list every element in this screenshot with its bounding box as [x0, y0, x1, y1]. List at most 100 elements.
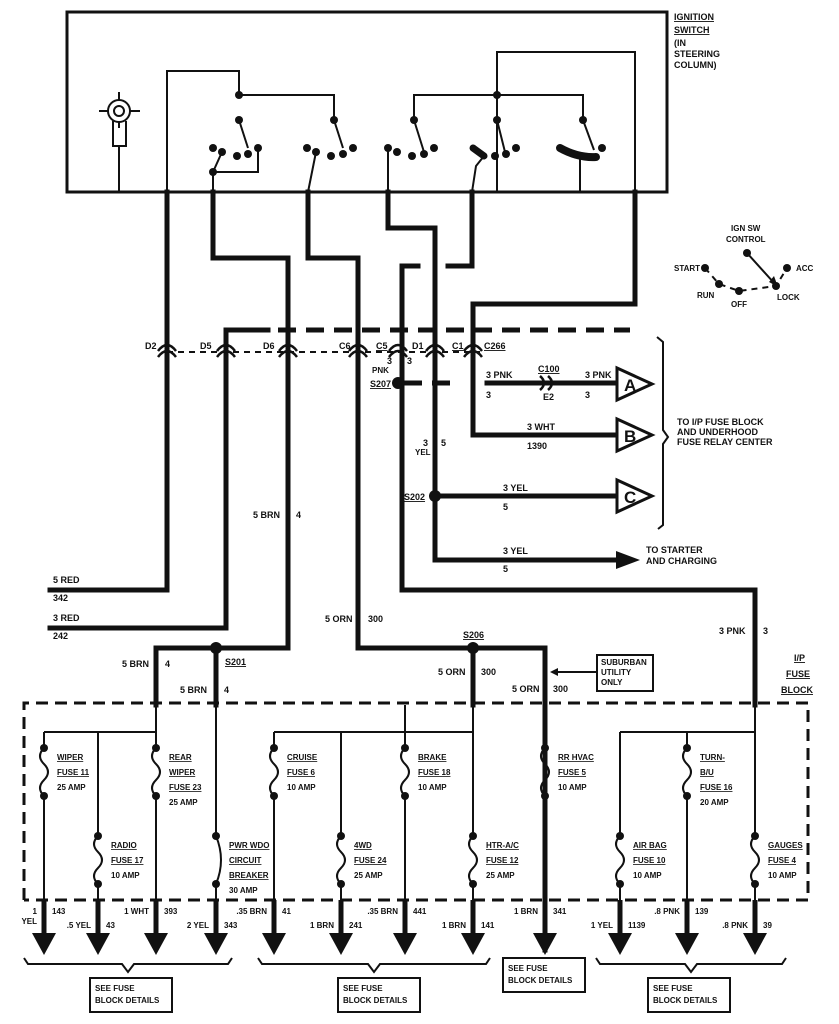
orn-s206-label: 5 ORN: [438, 667, 466, 677]
position-acc: ACC: [796, 264, 814, 273]
fuse-label: 10 AMP: [111, 871, 140, 880]
fuse-block-title-1: I/P: [794, 653, 805, 663]
output-wire-label: 1 WHT: [124, 907, 149, 916]
brn-left-label: 5 BRN: [122, 659, 149, 669]
output-circuit-number: 41: [282, 907, 291, 916]
output-wire-label: 1 BRN: [442, 921, 466, 930]
to-starter-note-2: AND CHARGING: [646, 556, 717, 566]
fuse-label: BREAKER: [229, 871, 269, 880]
switch-section-2: [303, 116, 357, 193]
brn-d6-label: 5 BRN: [253, 510, 280, 520]
pin-d5: D5: [200, 341, 212, 351]
brace-icon: [23, 957, 233, 974]
fuse-label: WIPER: [169, 768, 195, 777]
ignition-switch-title-2: SWITCH: [674, 25, 710, 35]
fuse-label: BRAKE: [418, 753, 447, 762]
arrow-down-icon: [461, 933, 485, 955]
output-circuit-number: 139: [695, 907, 709, 916]
output-wire-label: .35 BRN: [367, 907, 398, 916]
wire-labels: 3 3 PNK 3 YEL 5 3 PNK 3 C100 E2 3 PNK 3 …: [53, 356, 768, 695]
output-circuit-number: 141: [481, 921, 495, 930]
output-circuit: 1 BRN 141: [442, 900, 495, 955]
fuse-label: AIR BAG: [633, 841, 667, 850]
fuse-label: FUSE 5: [558, 768, 587, 777]
splices: S207 S202 S201 S206: [210, 377, 484, 667]
arrow-down-icon: [329, 933, 353, 955]
orn-right-circuit: 300: [553, 684, 568, 694]
flag-a: A: [624, 376, 636, 395]
c5-left-gauge: 3: [387, 356, 392, 366]
fuse-label: 4WD: [354, 841, 372, 850]
fuse-label: B/U: [700, 768, 714, 777]
fuse-label: WIPER: [57, 753, 83, 762]
starter-arrow-icon: [616, 551, 640, 569]
fuse-block-title-2: FUSE: [786, 669, 810, 679]
fuse-label: 10 AMP: [768, 871, 797, 880]
fuse-label: GAUGES: [768, 841, 803, 850]
splice-s207: S207: [370, 379, 391, 389]
arrow-down-icon: [608, 933, 632, 955]
a-out-label: 3 PNK: [585, 370, 612, 380]
starter-wire-circuit: 5: [503, 564, 508, 574]
suburban-arrow-icon: [550, 668, 558, 676]
ignition-switch: IGNITION SWITCH (IN STEERING COLUMN): [65, 10, 720, 194]
output-circuit: .35 BRN 441: [367, 900, 427, 955]
connector-c266: C266 D2 D5 D6 C6 C5 D1 C1: [145, 341, 506, 358]
c5-color: PNK: [372, 366, 389, 375]
brn-d6-circuit: 4: [296, 510, 301, 520]
pnk-right-circuit: 3: [763, 626, 768, 636]
arrow-down-icon: [533, 933, 557, 955]
output-wire-label: .5 YEL: [67, 921, 91, 930]
red5-label: 5 RED: [53, 575, 80, 585]
pin-d2: D2: [145, 341, 157, 351]
fuse-label: 10 AMP: [418, 783, 447, 792]
output-circuit-number: 441: [413, 907, 427, 916]
brn-s201-circuit: 4: [224, 685, 229, 695]
output-circuit-number: 393: [164, 907, 178, 916]
fuse-label: 25 AMP: [57, 783, 86, 792]
fuse-label: 25 AMP: [354, 871, 383, 880]
output-circuit-number: 343: [224, 921, 238, 930]
fuse-label: FUSE 4: [768, 856, 797, 865]
c266-pin-5: [425, 343, 445, 358]
suburban-note-2: UTILITY: [601, 668, 632, 677]
output-wire-label: 1 BRN: [514, 907, 538, 916]
arrow-down-icon: [262, 933, 286, 955]
orn-s206-circuit: 300: [481, 667, 496, 677]
arrow-down-icon: [204, 933, 228, 955]
arrow-down-icon: [144, 933, 168, 955]
splice-s201: S201: [225, 657, 246, 667]
output-wire-label: 1 YEL: [591, 921, 613, 930]
ignition-switch-note-1: (IN: [674, 38, 686, 48]
fuse-feed-wires: [153, 645, 476, 708]
fuse-label: PWR WDO: [229, 841, 269, 850]
ignition-switch-note-2: STEERING: [674, 49, 720, 59]
fuse-label: 25 AMP: [486, 871, 515, 880]
arrow-down-icon: [32, 933, 56, 955]
ignition-switch-note-3: COLUMN): [674, 60, 717, 70]
position-start: START: [674, 264, 700, 273]
fuse-label: FUSE 10: [633, 856, 666, 865]
see-details-line1: SEE FUSE: [343, 984, 383, 993]
splice-s206: S206: [463, 630, 484, 640]
fuse-label: FUSE 17: [111, 856, 144, 865]
switch-output-wires: [47, 189, 758, 953]
c266-label: C266: [484, 341, 506, 351]
fuse-block-title-3: BLOCK: [781, 685, 813, 695]
brn-s201-label: 5 BRN: [180, 685, 207, 695]
to-starter-note-1: TO STARTER: [646, 545, 703, 555]
pin-c6: C6: [339, 341, 351, 351]
output-wire-color: YEL: [21, 917, 37, 926]
ign-sw-control-legend: IGN SW CONTROL START RUN OFF LOCK ACC: [674, 224, 814, 309]
switch-section-5: [556, 116, 606, 192]
